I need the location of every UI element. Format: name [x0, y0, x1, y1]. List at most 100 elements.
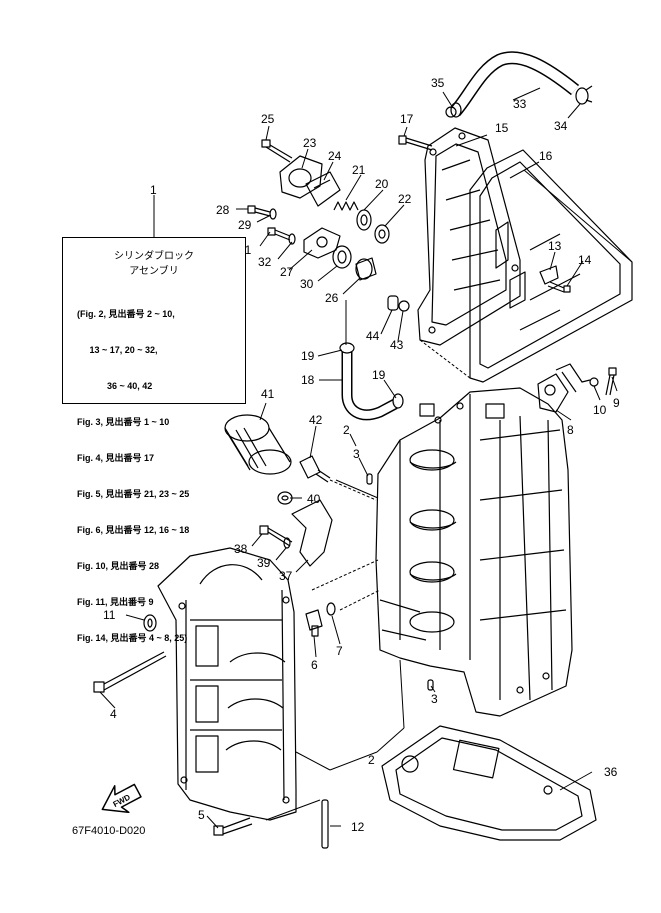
callout-11: 11: [103, 608, 116, 622]
callout-7: 7: [336, 644, 343, 658]
legend-line: Fig. 10, 見出番号 28: [77, 561, 160, 571]
callout-8: 8: [567, 423, 574, 437]
legend-title-line2: アセンブリ: [129, 266, 179, 277]
part-cylinder-block-1: [375, 387, 573, 717]
callout-3: 3: [353, 447, 360, 461]
part-hose-18: [341, 352, 398, 421]
part-bolt-4: [93, 651, 167, 693]
legend-line: Fig. 5, 見出番号 21, 23 ~ 25: [77, 489, 190, 499]
figure-code: 67F4010-D020: [72, 825, 146, 837]
part-spring-21: [333, 201, 359, 211]
part-gasket-36: [381, 725, 597, 841]
callout-35: 35: [431, 76, 445, 90]
part-bolt-14: [547, 281, 571, 293]
legend-line: 36 ~ 40, 42: [77, 381, 153, 391]
callout-38: 38: [234, 542, 248, 556]
part-bolt-31: [267, 227, 291, 241]
part-dowel-3-lower: [427, 679, 434, 691]
callout-labels: 1 2 2 3 3 4 5 6 7 8 9 10 11 12 13 14 15 …: [103, 76, 620, 834]
callout-34: 34: [554, 119, 568, 133]
part-seal-30: [332, 245, 352, 269]
part-washer-29: [269, 208, 277, 220]
part-grommet-22: [374, 224, 390, 244]
part-bolt-17: [398, 135, 433, 151]
legend-line: (Fig. 2, 見出番号 2 ~ 10,: [77, 309, 175, 319]
part-union-42: [299, 455, 331, 483]
legend-title-line1: シリンダブロック: [114, 251, 194, 262]
part-exhaust-cover-15: [417, 127, 521, 346]
callout-16: 16: [539, 149, 553, 163]
part-bolt-28: [247, 205, 271, 217]
part-clamp-34: [575, 85, 593, 105]
part-bracket-13: [539, 265, 559, 285]
part-clamp-19-lower: [392, 393, 404, 409]
callout-29: 29: [238, 218, 252, 232]
legend-figure-list: (Fig. 2, 見出番号 2 ~ 10, 13 ~ 17, 20 ~ 32, …: [77, 284, 243, 668]
part-dowel-3-upper: [366, 473, 373, 485]
callout-12: 12: [351, 820, 365, 834]
callout-43: 43: [390, 338, 404, 352]
callout-33: 33: [513, 97, 527, 111]
callout-26: 26: [325, 291, 339, 305]
part-bolt-25: [261, 139, 293, 163]
legend-line: 13 ~ 17, 20 ~ 32,: [77, 345, 158, 355]
legend-line: Fig. 4, 見出番号 17: [77, 453, 155, 463]
callout-27: 27: [280, 265, 294, 279]
part-washer-32: [288, 233, 296, 245]
callout-6: 6: [311, 658, 318, 672]
part-gasket-24: [305, 171, 341, 207]
legend-line: Fig. 11, 見出番号 9: [77, 597, 154, 607]
part-dowel-44: [387, 295, 399, 311]
part-collar-26: [355, 257, 377, 281]
parts-artwork: [93, 51, 633, 849]
callout-13: 13: [548, 239, 562, 253]
part-oil-filter-41: [224, 414, 292, 475]
callout-19b: 19: [372, 368, 386, 382]
legend-line: Fig. 14, 見出番号 4 ~ 8, 25): [77, 633, 188, 643]
part-bolt-9: [605, 367, 617, 396]
part-washer-7: [326, 602, 336, 616]
fwd-arrow-icon: [101, 783, 142, 814]
callout-22: 22: [398, 192, 412, 206]
callout-20: 20: [375, 177, 389, 191]
part-clamp-19-upper: [339, 342, 355, 354]
callout-24: 24: [328, 149, 342, 163]
callout-3b: 3: [431, 692, 438, 706]
part-hose-33: [450, 51, 580, 118]
callout-15: 15: [495, 121, 509, 135]
legend-line: Fig. 3, 見出番号 1 ~ 10: [77, 417, 170, 427]
part-washer-10: [589, 377, 599, 387]
callout-32: 32: [258, 255, 272, 269]
callout-9: 9: [613, 396, 620, 410]
part-bracket-37: [291, 499, 333, 567]
callout-37: 37: [279, 569, 293, 583]
callout-28: 28: [216, 203, 230, 217]
part-link-10: [555, 363, 591, 393]
callout-42: 42: [309, 413, 323, 427]
part-washer-43: [398, 300, 410, 312]
callout-44: 44: [366, 329, 380, 343]
part-crankcase-2: [157, 547, 297, 821]
part-washer-39: [283, 537, 291, 549]
callout-4: 4: [110, 707, 117, 721]
part-bolt-38: [259, 525, 293, 547]
legend-line: Fig. 6, 見出番号 12, 16 ~ 18: [77, 525, 190, 535]
callout-25: 25: [261, 112, 275, 126]
leader-lines: [99, 87, 633, 829]
callout-36: 36: [604, 765, 618, 779]
callout-23: 23: [303, 136, 317, 150]
callout-30: 30: [300, 277, 314, 291]
callout-19: 19: [301, 349, 315, 363]
callout-10: 10: [593, 403, 607, 417]
callout-1: 1: [150, 183, 157, 197]
assembly-legend-box: シリンダブロック アセンブリ (Fig. 2, 見出番号 2 ~ 10, 13 …: [62, 237, 246, 643]
part-grommet-11: [143, 614, 157, 632]
callout-18: 18: [301, 373, 315, 387]
part-cover-27: [303, 227, 341, 259]
part-stud-12: [321, 799, 329, 849]
part-bolt-5: [213, 817, 253, 836]
part-thermostat-20: [356, 209, 372, 231]
callout-39: 39: [257, 556, 271, 570]
callout-41: 41: [261, 387, 275, 401]
